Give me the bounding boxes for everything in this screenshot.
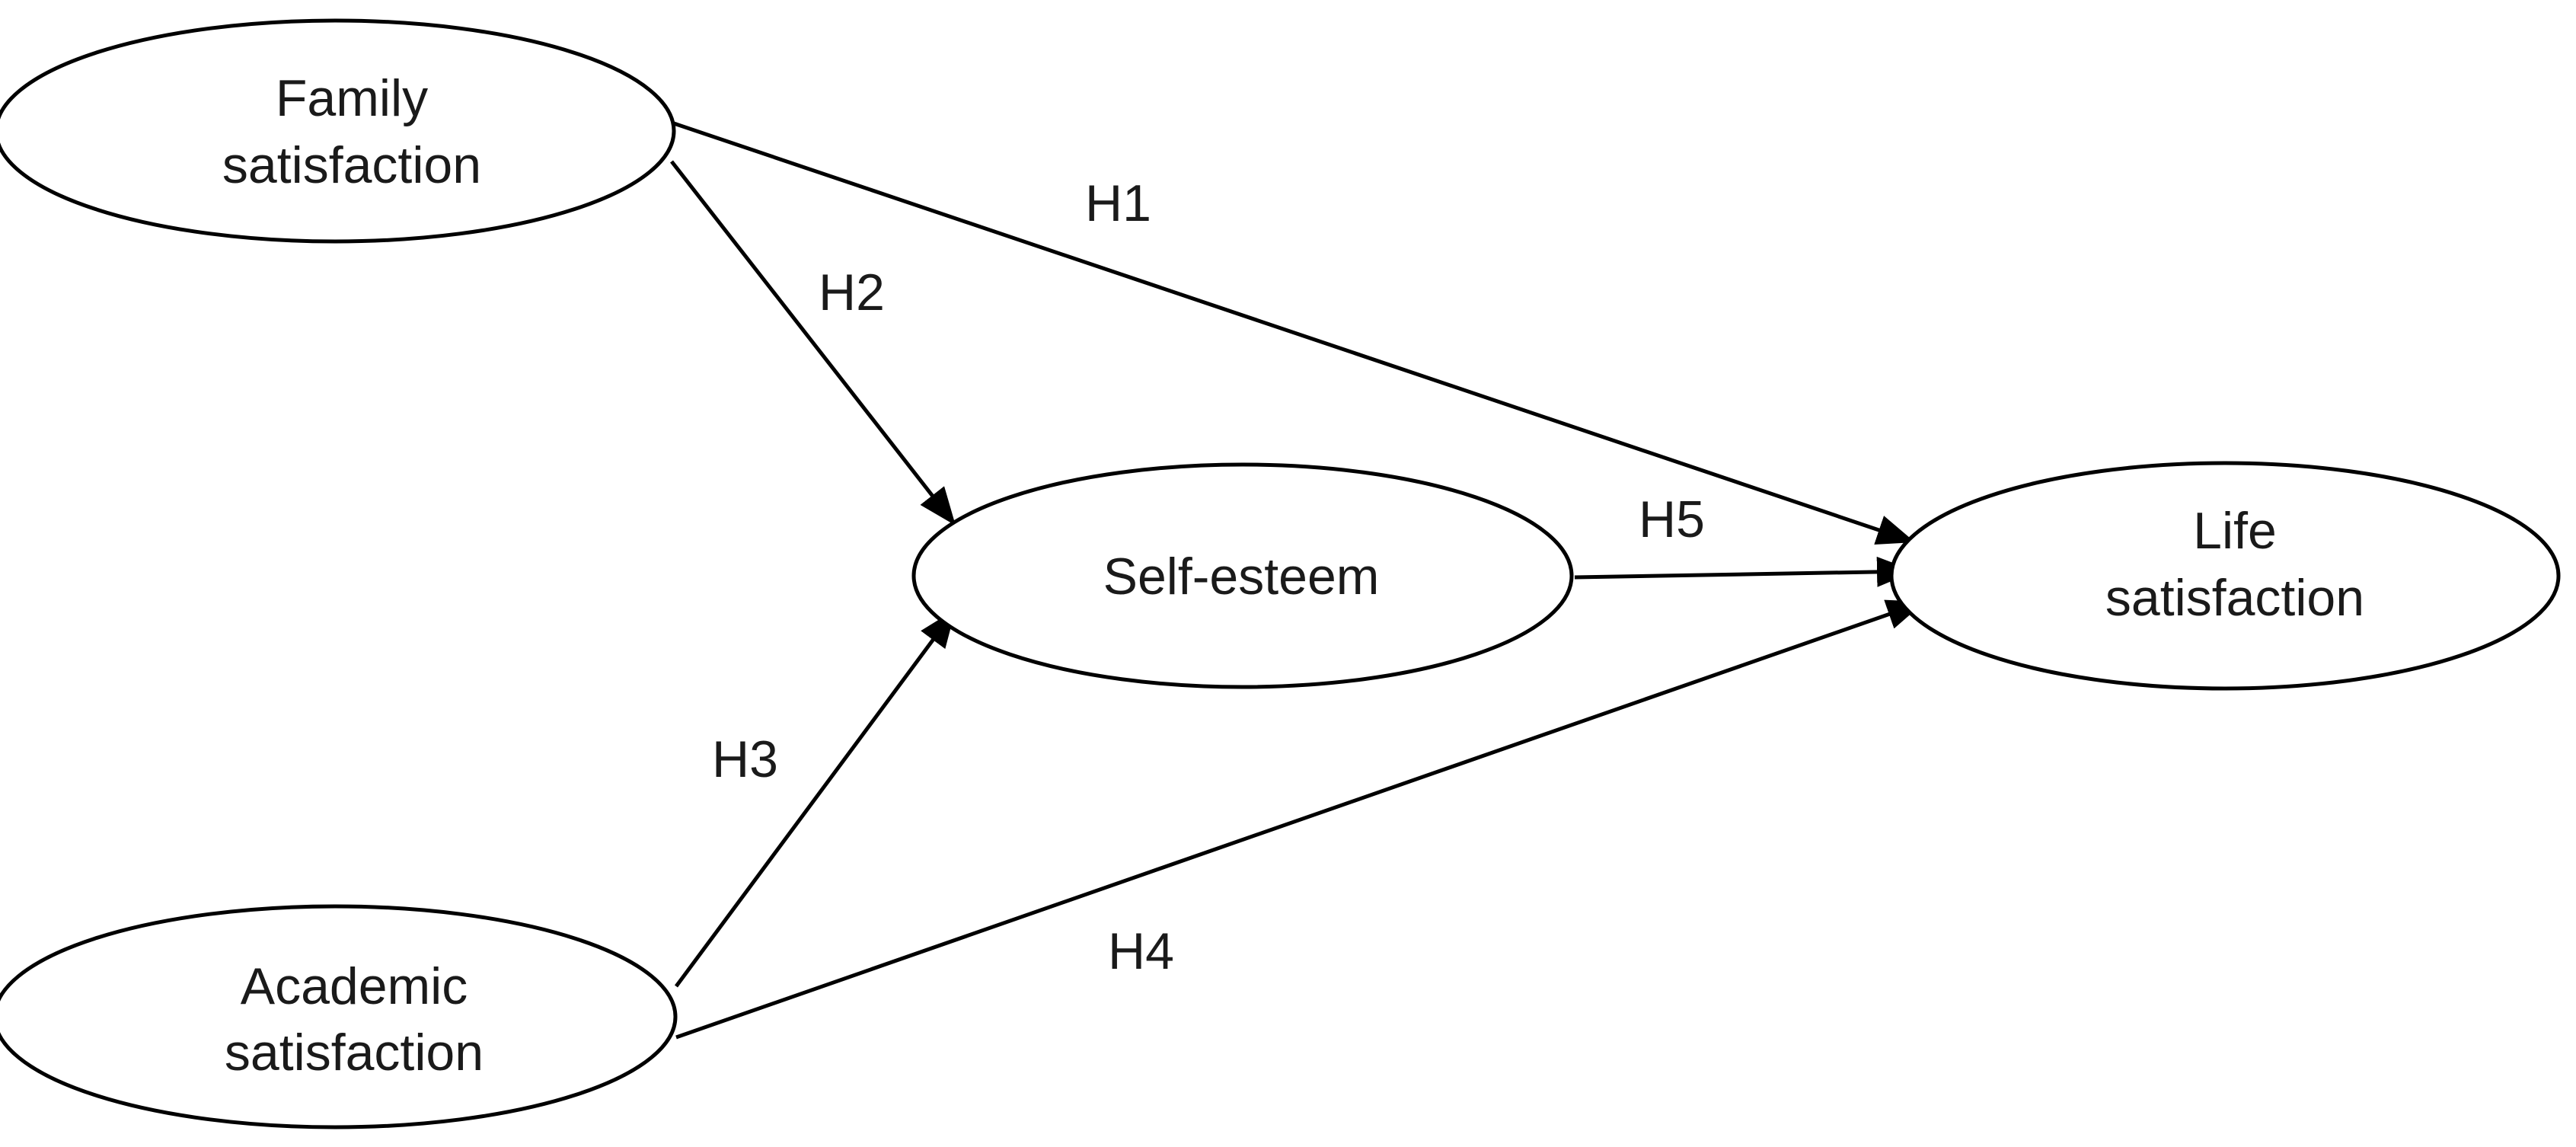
edge-label-h5: H5 (1639, 490, 1705, 548)
node-life-label-line-1: Life (2193, 502, 2277, 560)
node-self-esteem-label: Self-esteem (1103, 548, 1380, 605)
edge-label-h1: H1 (1085, 174, 1151, 232)
node-academic-ellipse (0, 904, 678, 1129)
edge-h5-self-esteem-to-life (1574, 556, 1916, 587)
node-family-satisfaction: Family satisfaction (0, 18, 676, 244)
node-academic-label-line-1: Academic (241, 957, 468, 1015)
edge-label-h2: H2 (819, 264, 885, 321)
node-self-esteem: Self-esteem (911, 462, 1574, 689)
node-family-label-line-1: Family (276, 69, 428, 127)
node-family-label-line-2: satisfaction (222, 136, 481, 194)
node-life-satisfaction: Life satisfaction (1889, 461, 2561, 691)
node-academic-satisfaction: Academic satisfaction (0, 904, 678, 1129)
node-life-label-line-2: satisfaction (2105, 569, 2364, 627)
edge-label-h3: H3 (712, 730, 778, 788)
edges (670, 121, 1926, 1040)
node-self-esteem-ellipse (911, 462, 1574, 689)
edge-label-h4: H4 (1108, 922, 1174, 980)
node-life-ellipse (1889, 461, 2561, 691)
node-family-ellipse (0, 18, 676, 244)
edge-h1-family-to-life (673, 121, 1916, 545)
node-academic-label-line-2: satisfaction (225, 1024, 484, 1082)
edge-labels: H1 H2 H3 H4 H5 (712, 174, 1705, 980)
edge-h2-family-to-self-esteem (670, 160, 957, 527)
edge-h3-academic-to-self-esteem (674, 608, 958, 988)
edge-h4-academic-to-life (675, 599, 1926, 1040)
